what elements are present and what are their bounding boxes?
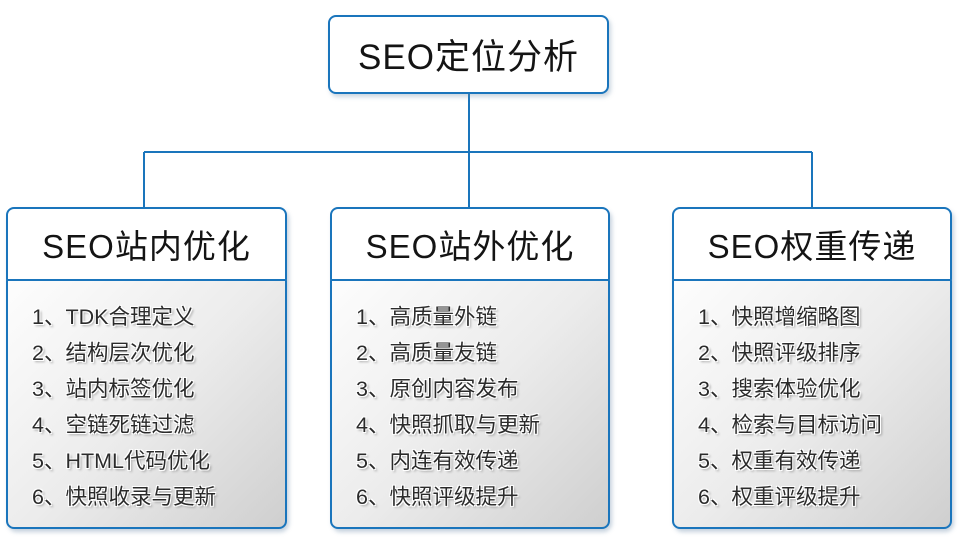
list-item: 1、TDK合理定义 (32, 305, 195, 329)
item-list: 1、高质量外链 2、高质量友链 3、原创内容发布 4、快照抓取与更新 5、内连有… (356, 299, 600, 515)
list-item: 4、空链死链过滤 (32, 413, 195, 437)
column-title: SEO站外优化 (365, 228, 575, 265)
list-item: 6、权重评级提升 (698, 485, 861, 509)
column-title: SEO权重传递 (707, 228, 917, 265)
list-item: 6、快照收录与更新 (32, 485, 216, 509)
item-list: 1、TDK合理定义 2、结构层次优化 3、站内标签优化 4、空链死链过滤 5、H… (32, 299, 277, 515)
root-node: SEO定位分析 (328, 15, 609, 94)
column-onsite-optimization: SEO站内优化 1、TDK合理定义 2、结构层次优化 3、站内标签优化 4、空链… (6, 207, 287, 529)
column-header-offsite: SEO站外优化 (330, 207, 610, 281)
list-item: 5、HTML代码优化 (32, 449, 210, 473)
list-item: 5、权重有效传递 (698, 449, 861, 473)
list-item: 3、站内标签优化 (32, 377, 195, 401)
column-offsite-optimization: SEO站外优化 1、高质量外链 2、高质量友链 3、原创内容发布 4、快照抓取与… (330, 207, 610, 529)
list-item: 2、快照评级排序 (698, 341, 861, 365)
list-item: 5、内连有效传递 (356, 449, 519, 473)
list-item: 3、搜索体验优化 (698, 377, 861, 401)
list-item: 2、结构层次优化 (32, 341, 195, 365)
column-list-onsite: 1、TDK合理定义 2、结构层次优化 3、站内标签优化 4、空链死链过滤 5、H… (6, 279, 287, 529)
list-item: 3、原创内容发布 (356, 377, 519, 401)
column-list-weight: 1、快照增缩略图 2、快照评级排序 3、搜索体验优化 4、检索与目标访问 5、权… (672, 279, 952, 529)
column-header-weight: SEO权重传递 (672, 207, 952, 281)
list-item: 6、快照评级提升 (356, 485, 519, 509)
list-item: 4、快照抓取与更新 (356, 413, 540, 437)
column-title: SEO站内优化 (42, 228, 251, 265)
list-item: 4、检索与目标访问 (698, 413, 882, 437)
column-list-offsite: 1、高质量外链 2、高质量友链 3、原创内容发布 4、快照抓取与更新 5、内连有… (330, 279, 610, 529)
list-item: 2、高质量友链 (356, 341, 497, 365)
root-title: SEO定位分析 (358, 38, 579, 77)
column-header-onsite: SEO站内优化 (6, 207, 287, 281)
item-list: 1、快照增缩略图 2、快照评级排序 3、搜索体验优化 4、检索与目标访问 5、权… (698, 299, 942, 515)
list-item: 1、快照增缩略图 (698, 305, 861, 329)
column-weight-transfer: SEO权重传递 1、快照增缩略图 2、快照评级排序 3、搜索体验优化 4、检索与… (672, 207, 952, 529)
list-item: 1、高质量外链 (356, 305, 497, 329)
